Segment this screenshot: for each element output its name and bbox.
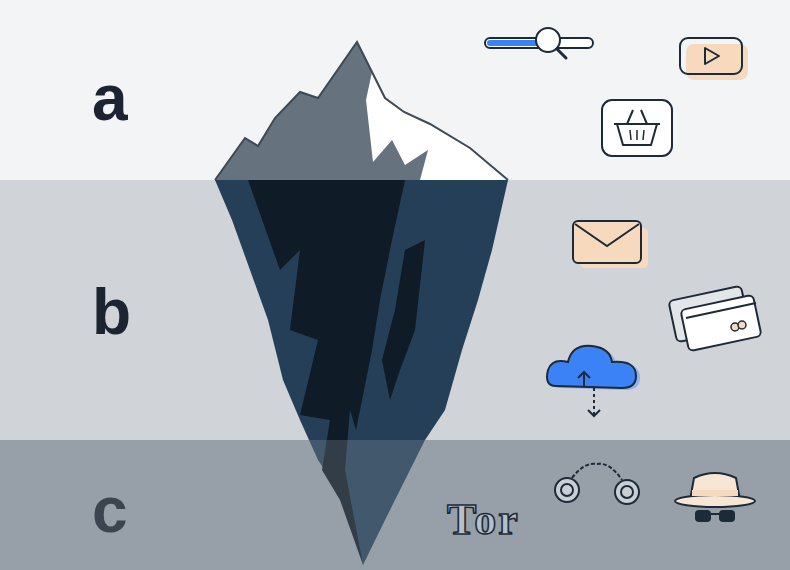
iceberg-outline: [215, 42, 508, 180]
iceberg-snow: [357, 42, 508, 180]
cloud-icon: [547, 346, 640, 416]
deep-water-tint: [0, 440, 790, 570]
credit-card-icon: [668, 286, 761, 351]
band-letter: b: [92, 280, 131, 344]
band-letter: a: [92, 66, 128, 130]
tor-logo-text: Tor: [447, 498, 520, 542]
email-icon: [573, 221, 648, 268]
iceberg-shadow: [382, 240, 425, 400]
iceberg-tip: [215, 42, 508, 180]
search-icon: [485, 28, 593, 58]
basket-icon: [602, 100, 672, 156]
handcuffs-icon: [555, 464, 639, 504]
video-icon: [680, 38, 748, 80]
spy-icon: [675, 473, 755, 522]
